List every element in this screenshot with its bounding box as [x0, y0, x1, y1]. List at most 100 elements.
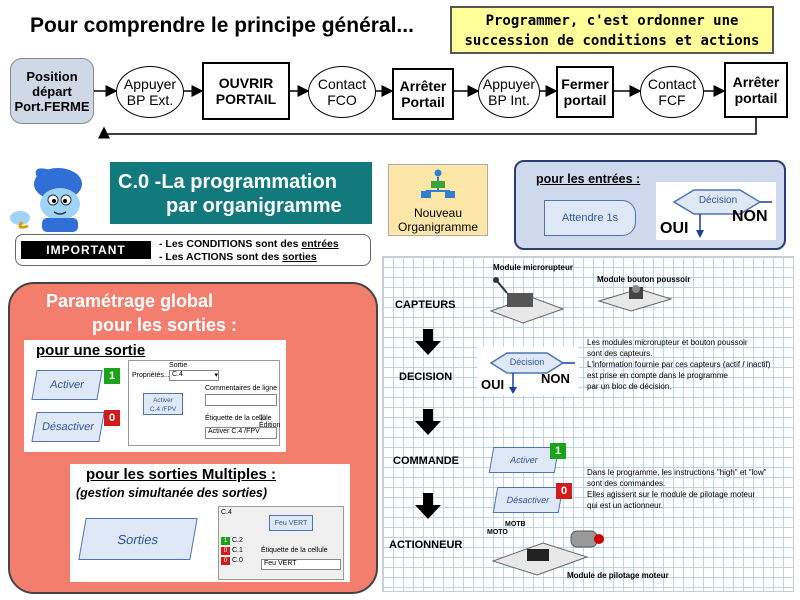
- outputs-block: Sorties: [78, 518, 198, 560]
- multi-dialog-node: Feu VERT: [269, 515, 313, 531]
- callout-line-2: succession de conditions et actions: [464, 33, 760, 49]
- decision-diamond: [672, 189, 772, 238]
- flow-step-line: Arrêter: [732, 74, 780, 90]
- output-node-line-1: Activer: [153, 397, 173, 404]
- wait-block: Attendre 1s: [544, 200, 636, 236]
- output-edition-label: Édition: [259, 422, 281, 429]
- chain-decision-label: Décision: [509, 357, 545, 367]
- decision-note-line: sont des capteurs.: [587, 349, 653, 358]
- important-line-2-text: - Les ACTIONS sont des: [159, 251, 283, 263]
- output-dialog-title: Sortie: [169, 362, 188, 369]
- chain-decision-panel: Décision OUI NON: [477, 347, 579, 395]
- flow-start-line-2: départ: [32, 83, 72, 99]
- multi-output-card: pour les sorties Multiples : (gestion si…: [70, 464, 350, 582]
- inputs-heading: pour les entrées :: [536, 172, 641, 186]
- chain-deactivate-block: Désactiver: [492, 487, 564, 513]
- chevron-down-icon: ▾: [214, 372, 218, 379]
- chain-label-capteurs: CAPTEURS: [395, 299, 456, 311]
- decision-note: Les modules microrupteur et bouton pouss…: [587, 337, 770, 392]
- badge-off: 0: [104, 410, 120, 426]
- important-note: IMPORTANT - Les CONDITIONS sont des entr…: [15, 234, 371, 266]
- multi-row-label: C.1: [231, 547, 243, 554]
- important-line-2-key: sorties: [282, 251, 317, 263]
- motor-left-label: MOTO: [487, 529, 508, 536]
- multi-output-subheading: (gestion simultanée des sorties): [76, 486, 268, 500]
- important-line-1-text: - Les CONDITIONS sont des: [159, 238, 302, 250]
- multi-row-value: 0: [221, 547, 230, 555]
- flow-step-line: Contact: [647, 76, 697, 92]
- activate-block: Activer: [31, 370, 103, 400]
- flowchart-icon: [421, 169, 455, 198]
- callout-box: Programmer, c'est ordonner une successio…: [450, 6, 774, 54]
- chain-label-commande: COMMANDE: [393, 455, 459, 467]
- multi-row-label: C.2: [231, 537, 243, 544]
- pushbutton-caption: Module bouton poussoir: [597, 275, 691, 284]
- flow-step-line: FCO: [327, 92, 357, 108]
- multi-row: 0 C.0: [221, 557, 243, 567]
- flow-step-line: portail: [563, 92, 607, 108]
- output-edition-checkbox[interactable]: ☑ Édition: [259, 415, 281, 429]
- chain-badge-off: 0: [556, 483, 572, 499]
- decision-note-line: est prise en compte dans le programme: [587, 371, 728, 380]
- multi-row-value: 0: [221, 557, 230, 565]
- motor-driver-caption: Module de pilotage moteur: [567, 571, 669, 580]
- callout-line-1: Programmer, c'est ordonner une: [485, 13, 739, 29]
- decision-note-line: par un bloc de décision.: [587, 382, 672, 391]
- multi-row-label: C.0: [231, 557, 243, 564]
- commande-note: Dans le programme, les instructions "hig…: [587, 467, 766, 511]
- decision-note-line: L'information fournie par ces capteurs (…: [587, 360, 771, 369]
- multi-output-dialog: C.4 Feu VERT 1 C.2 0 C.1 0 C.0 Étiquette…: [218, 506, 344, 580]
- output-node-line-2: C.4 /FPV: [149, 406, 177, 413]
- flow-step-line: BP Ext.: [126, 92, 174, 108]
- multi-row: 0 C.1: [221, 547, 243, 557]
- decision-no-label: NON: [732, 208, 768, 225]
- chain-activate-block: Activer: [488, 447, 560, 473]
- multi-dialog-cell-label: Étiquette de la cellule: [261, 547, 328, 554]
- multi-dialog-rows: 1 C.2 0 C.1 0 C.0: [221, 537, 243, 567]
- flow-step-line: Contact: [317, 76, 367, 92]
- microswitch-caption: Module microrupteur: [493, 263, 574, 272]
- new-flowchart-label-2: Organigramme: [397, 220, 479, 234]
- pushbutton-module-image: [597, 285, 673, 312]
- outputs-heading-1: Paramétrage global: [46, 291, 214, 311]
- output-cell-label: Étiquette de la cellule: [205, 415, 272, 422]
- multi-row-value: 1: [221, 537, 230, 545]
- flow-step-line: Appuyer: [482, 76, 536, 92]
- output-cell-field[interactable]: Activer C.4 /FPV: [205, 427, 277, 439]
- flow-step-line: portail: [734, 90, 778, 106]
- output-comment-label: Commentaires de ligne: [205, 385, 277, 392]
- single-output-heading: pour une sortie: [36, 342, 146, 359]
- output-select[interactable]: C.4 ▾: [169, 370, 219, 381]
- flow-start-node: Position départ Port.FERME: [10, 58, 94, 124]
- flow-step-line: Arrêter: [399, 78, 447, 94]
- decision-label: Décision: [698, 195, 738, 206]
- decision-note-line: Les modules microrupteur et bouton pouss…: [587, 338, 748, 347]
- down-arrow-icon: [415, 493, 441, 519]
- multi-output-heading-text: pour les sorties Multiples :: [86, 466, 277, 483]
- down-arrow-icon: [415, 409, 441, 435]
- single-output-card: pour une sortie Activer 1 Désactiver 0 S…: [24, 340, 286, 452]
- output-comment-field[interactable]: [205, 394, 277, 406]
- inputs-box: pour les entrées : Attendre 1s Décision …: [514, 160, 786, 250]
- new-flowchart-button[interactable]: Nouveau Organigramme: [388, 164, 488, 236]
- outputs-heading-2: pour les sorties :: [92, 315, 238, 335]
- deactivate-block: Désactiver: [31, 412, 105, 442]
- chain-panel: CAPTEURS DECISION COMMANDE ACTIONNEUR Mo…: [382, 256, 794, 592]
- decision-panel: Décision OUI NON: [656, 182, 776, 240]
- multi-dialog-top: C.4: [221, 509, 232, 516]
- flow-connectors: [94, 85, 757, 139]
- flow-start-line-1: Position: [26, 68, 78, 84]
- multi-dialog-cell-field[interactable]: Feu VERT: [261, 559, 341, 570]
- commande-note-line: qui est un actionneur.: [587, 501, 664, 510]
- down-arrow-icon: [415, 329, 441, 355]
- important-tag: IMPORTANT: [21, 241, 151, 259]
- output-select-value: C.4: [172, 371, 183, 378]
